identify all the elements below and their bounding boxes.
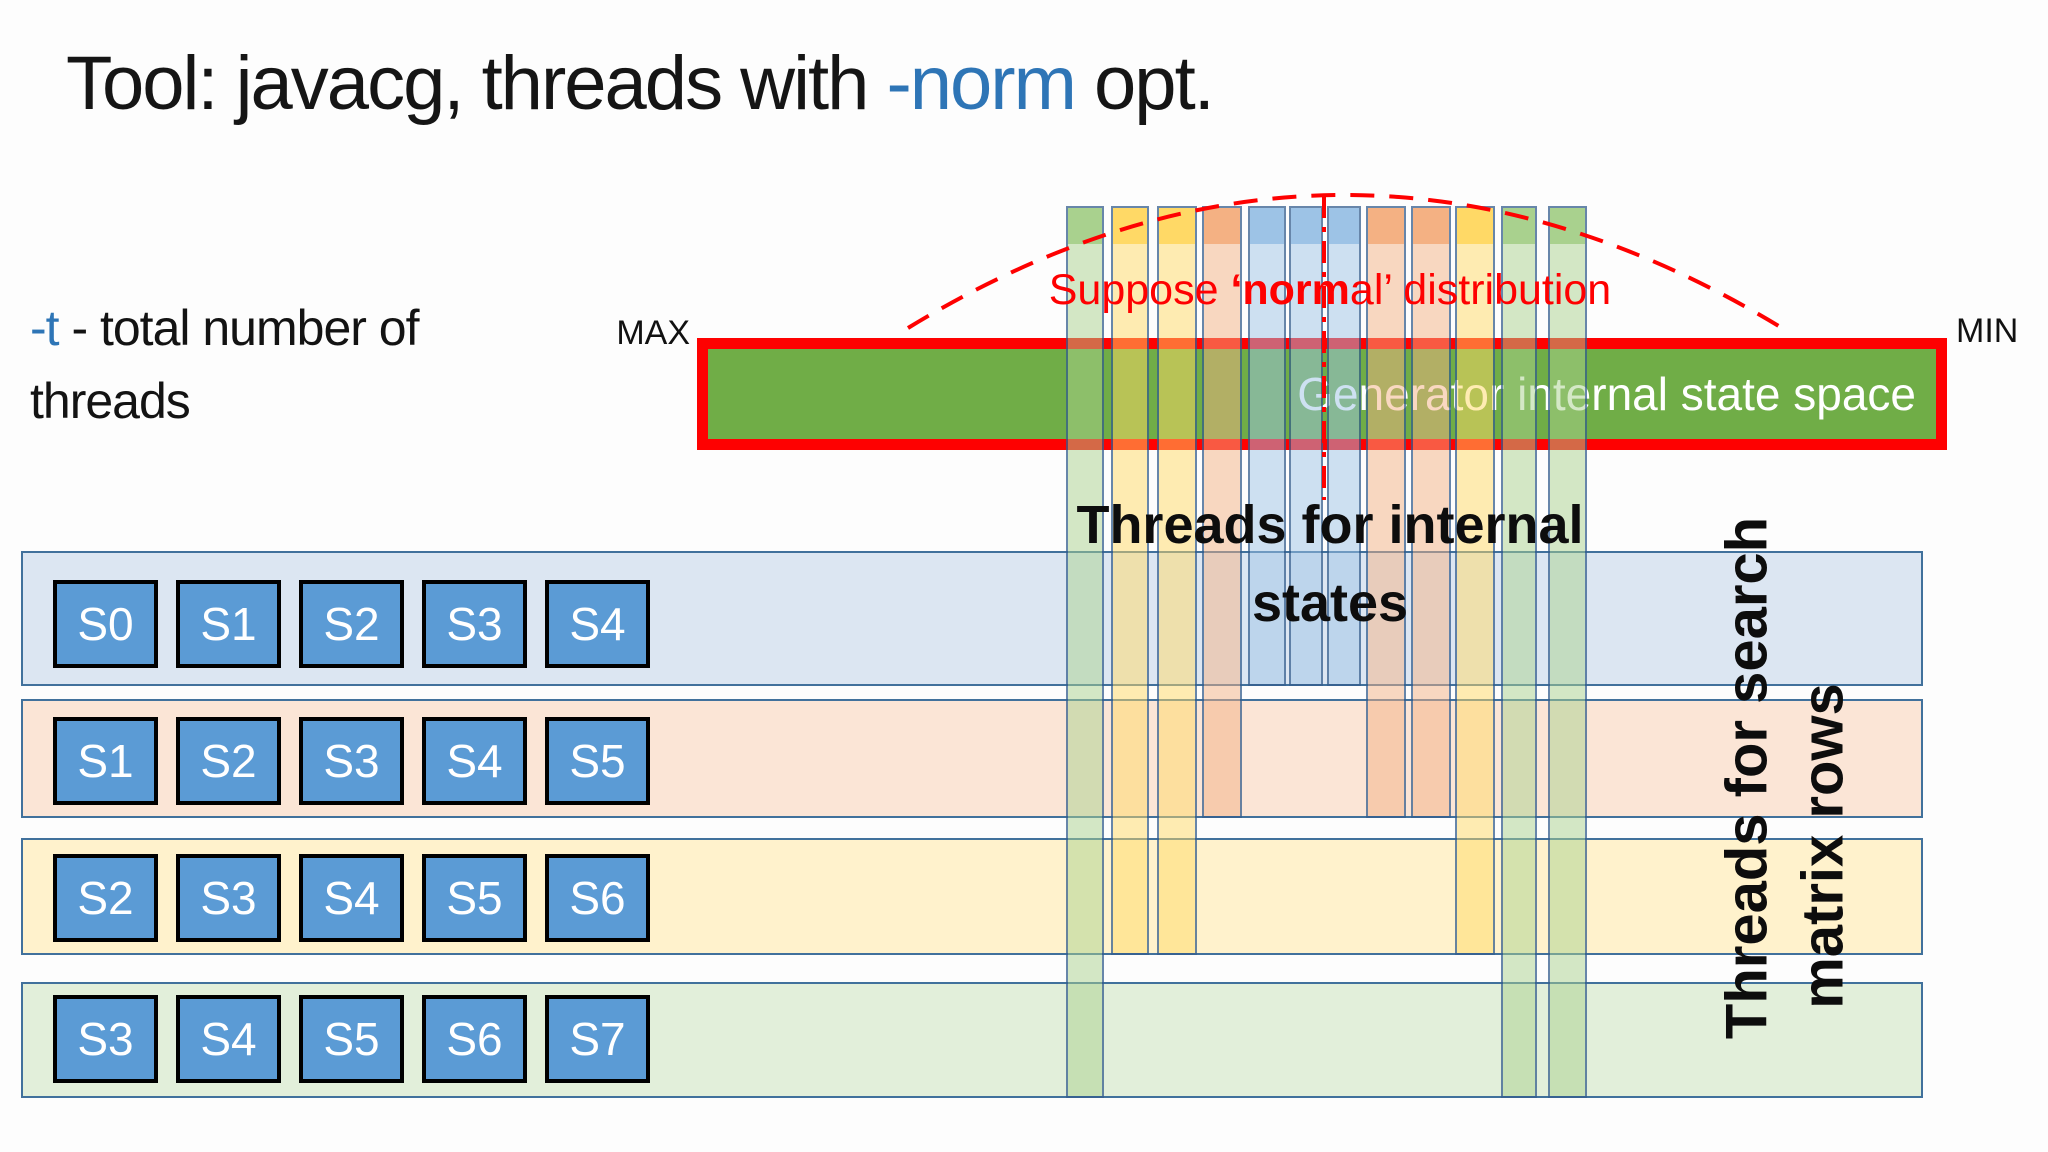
thread-bar-cap [1368, 208, 1404, 244]
caption-suffix: al’ distribution [1349, 266, 1612, 314]
thread-bar-body [1413, 244, 1449, 816]
state-box-s3-row2: S3 [299, 717, 404, 805]
param-flag: -t [30, 300, 60, 356]
param-note-line1-text: - total number of [58, 300, 419, 356]
thread-bar-body [1068, 244, 1102, 1096]
thread-bar-yellow-10 [1455, 206, 1495, 955]
title-prefix: Tool: javacg, threads with [66, 41, 887, 126]
state-box-s6-row4: S6 [422, 995, 527, 1083]
thread-bar-body [1550, 244, 1585, 1096]
thread-bar-green-11 [1501, 206, 1537, 1098]
thread-bar-body [1113, 244, 1147, 953]
state-box-s4-row4: S4 [176, 995, 281, 1083]
threads-search-label-line1: Threads for search [1714, 516, 1780, 1040]
thread-bar-body [1457, 244, 1493, 953]
thread-bar-cap [1291, 208, 1321, 244]
state-box-s1-row2: S1 [53, 717, 158, 805]
caption-prefix: Suppose [1048, 266, 1231, 314]
thread-bar-orange-8 [1366, 206, 1406, 818]
thread-bar-green-12 [1548, 206, 1587, 1098]
state-box-s6-row3: S6 [545, 854, 650, 942]
distribution-caption: Suppose ‘normal’ distribution [930, 266, 1730, 315]
thread-bar-body [1368, 244, 1404, 816]
state-box-s3-row3: S3 [176, 854, 281, 942]
threads-internal-line2: states [1251, 573, 1409, 633]
thread-bar-cap [1503, 208, 1535, 244]
thread-bar-cap [1204, 208, 1240, 244]
thread-bar-cap [1068, 208, 1102, 244]
thread-bar-green-1 [1066, 206, 1104, 1098]
page-title: Tool: javacg, threads with -norm opt. [66, 40, 1215, 127]
thread-bar-cap [1250, 208, 1284, 244]
state-box-s5-row4: S5 [299, 995, 404, 1083]
state-box-s2-row2: S2 [176, 717, 281, 805]
thread-bar-body [1204, 244, 1240, 816]
thread-bar-body [1159, 244, 1195, 953]
title-highlight-norm: -norm [886, 41, 1076, 126]
max-label: MAX [616, 314, 690, 352]
thread-bar-cap [1413, 208, 1449, 244]
thread-bar-cap [1329, 208, 1359, 244]
state-box-s3-row4: S3 [53, 995, 158, 1083]
state-box-s2-row1: S2 [299, 580, 404, 668]
thread-bar-cap [1457, 208, 1493, 244]
state-box-s0-row1: S0 [53, 580, 158, 668]
thread-bar-cap [1159, 208, 1195, 244]
state-box-s7-row4: S7 [545, 995, 650, 1083]
caption-bold-norm: ‘norm [1230, 266, 1350, 314]
state-box-s2-row3: S2 [53, 854, 158, 942]
threads-internal-label: Threads for internal states [1030, 486, 1630, 642]
param-note: -t - total number of threads [30, 292, 590, 438]
state-box-s1-row1: S1 [176, 580, 281, 668]
state-box-s5-row2: S5 [545, 717, 650, 805]
thread-bar-cap [1113, 208, 1147, 244]
title-suffix: opt. [1074, 41, 1215, 126]
thread-bar-body [1503, 244, 1535, 1096]
state-box-s4-row3: S4 [299, 854, 404, 942]
threads-search-label-line2: matrix rows [1790, 683, 1856, 1009]
param-note-line1: -t - total number of [30, 292, 590, 365]
state-box-s3-row1: S3 [422, 580, 527, 668]
param-note-line2: threads [30, 373, 191, 429]
threads-internal-line1: Threads for internal [1076, 495, 1584, 555]
min-label: MIN [1956, 312, 2019, 350]
state-box-s4-row2: S4 [422, 717, 527, 805]
state-box-s5-row3: S5 [422, 854, 527, 942]
thread-bar-cap [1550, 208, 1585, 244]
state-box-s4-row1: S4 [545, 580, 650, 668]
